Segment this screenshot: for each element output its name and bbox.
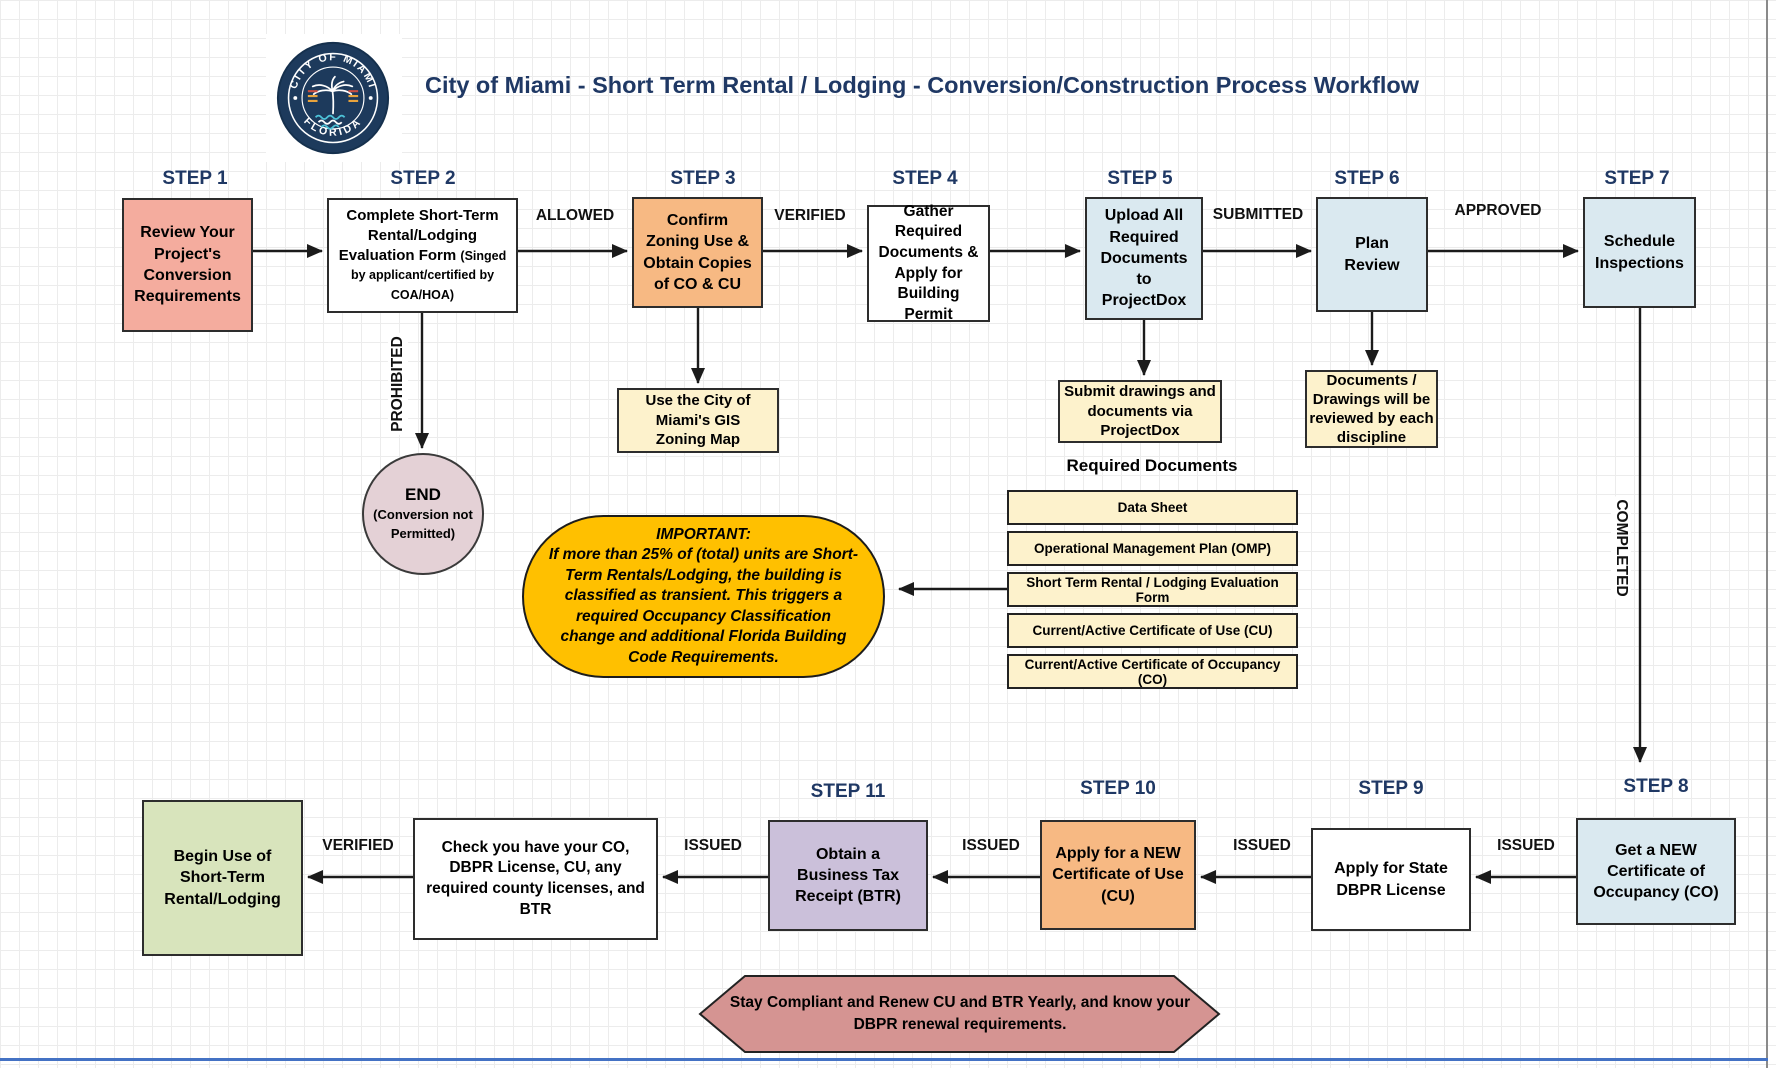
step-6-box: Plan Review [1316, 197, 1428, 312]
important-callout: IMPORTANT: If more than 25% of (total) u… [522, 515, 885, 678]
final-check-box: Check you have your CO, DBPR License, CU… [413, 818, 658, 940]
step-1-box: Review Your Project's Conversion Require… [122, 198, 253, 332]
step-11-label: STEP 11 [810, 781, 886, 802]
step-8-label: STEP 8 [1623, 776, 1689, 797]
city-of-miami-logo: CITY OF MIAMI FLORIDA [276, 41, 390, 155]
end-subtext: (Conversion not Permitted) [373, 506, 473, 542]
step-4-label: STEP 4 [892, 168, 958, 189]
important-body: If more than 25% of (total) units are Sh… [548, 546, 859, 666]
step-7-box: Schedule Inspections [1583, 197, 1696, 308]
step-11-text: Obtain a Business Tax Receipt (BTR) [795, 845, 901, 906]
doc-item-evaluation-form: Short Term Rental / Lodging Evaluation F… [1007, 572, 1298, 607]
end-title: END [405, 484, 441, 504]
discipline-review-text: Documents / Drawings will be reviewed by… [1309, 371, 1434, 447]
edge-label-issued-2: ISSUED [1233, 837, 1291, 854]
gis-note-text: Use the City of Miami's GIS Zoning Map [645, 392, 751, 449]
step-1-label: STEP 1 [162, 168, 228, 189]
submit-projectdox-box: Submit drawings and documents via Projec… [1058, 380, 1222, 443]
important-title: IMPORTANT: [656, 525, 751, 543]
step-9-text: Apply for State DBPR License [1334, 860, 1448, 899]
step-3-label: STEP 3 [670, 168, 736, 189]
discipline-review-box: Documents / Drawings will be reviewed by… [1305, 370, 1438, 448]
compliance-note: Stay Compliant and Renew CU and BTR Year… [729, 994, 1191, 1033]
begin-use-text: Begin Use of Short-Term Rental/Lodging [164, 848, 281, 908]
step-2-label: STEP 2 [390, 168, 456, 189]
step-2-text: Complete Short-Term Rental/Lodging Evalu… [338, 206, 507, 303]
doc-item-omp: Operational Management Plan (OMP) [1007, 531, 1298, 566]
doc-item-data-sheet: Data Sheet [1007, 490, 1298, 525]
step-10-label: STEP 10 [1080, 778, 1156, 799]
step-10-box: Apply for a NEW Certificate of Use (CU) [1040, 820, 1196, 930]
end-terminator: END (Conversion not Permitted) [362, 453, 484, 575]
final-check-text: Check you have your CO, DBPR License, CU… [426, 838, 645, 918]
step-6-text: Plan Review [1344, 235, 1400, 274]
gis-note-box: Use the City of Miami's GIS Zoning Map [617, 388, 779, 453]
step-5-label: STEP 5 [1107, 168, 1173, 189]
submit-projectdox-text: Submit drawings and documents via Projec… [1064, 383, 1216, 440]
edge-label-prohibited: PROHIBITED [388, 333, 408, 435]
step-2-box: Complete Short-Term Rental/Lodging Evalu… [327, 198, 518, 313]
step-4-box: Gather Required Documents & Apply for Bu… [867, 203, 990, 323]
page-boundary-right [1766, 0, 1768, 1068]
step-7-label: STEP 7 [1604, 168, 1670, 189]
edge-label-submitted: SUBMITTED [1212, 206, 1304, 223]
step-9-box: Apply for State DBPR License [1311, 828, 1471, 931]
step-10-text: Apply for a NEW Certificate of Use (CU) [1052, 845, 1184, 905]
step-9-label: STEP 9 [1358, 778, 1424, 799]
page-title: City of Miami - Short Term Rental / Lodg… [425, 72, 1420, 98]
step-11-box: Obtain a Business Tax Receipt (BTR) [768, 820, 928, 931]
step-4-text: Gather Required Documents & Apply for Bu… [878, 202, 979, 323]
page-boundary-bottom [0, 1058, 1768, 1061]
edge-label-verified: VERIFIED [774, 207, 846, 224]
step-6-label: STEP 6 [1334, 168, 1400, 189]
edge-label-issued-4: ISSUED [684, 837, 742, 854]
edge-label-issued-1: ISSUED [1497, 837, 1555, 854]
edge-label-completed: COMPLETED [1611, 496, 1631, 600]
step-8-box: Get a NEW Certificate of Occupancy (CO) [1576, 818, 1736, 925]
step-7-text: Schedule Inspections [1595, 233, 1684, 272]
step-1-text: Review Your Project's Conversion Require… [134, 224, 241, 306]
doc-item-co: Current/Active Certificate of Occupancy … [1007, 654, 1298, 689]
required-documents-heading: Required Documents [1066, 456, 1238, 475]
edge-label-verified-bottom: VERIFIED [322, 837, 394, 854]
begin-use-box: Begin Use of Short-Term Rental/Lodging [142, 800, 303, 956]
palm-tree-icon [311, 75, 354, 115]
step-3-box: Confirm Zoning Use & Obtain Copies of CO… [632, 197, 763, 308]
edge-label-allowed: ALLOWED [535, 207, 615, 224]
doc-item-cu: Current/Active Certificate of Use (CU) [1007, 613, 1298, 648]
step-5-box: Upload All Required Documents to Project… [1085, 197, 1203, 320]
step-2-subtext: (Singed by applicant/certified by COA/HO… [350, 248, 507, 303]
step-8-text: Get a NEW Certificate of Occupancy (CO) [1593, 841, 1719, 902]
compliance-hexagon [698, 975, 1221, 1053]
step-3-text: Confirm Zoning Use & Obtain Copies of CO… [643, 211, 752, 293]
step-5-text: Upload All Required Documents to Project… [1100, 207, 1188, 310]
edge-label-approved: APPROVED [1454, 202, 1542, 219]
edge-label-issued-3: ISSUED [962, 837, 1020, 854]
